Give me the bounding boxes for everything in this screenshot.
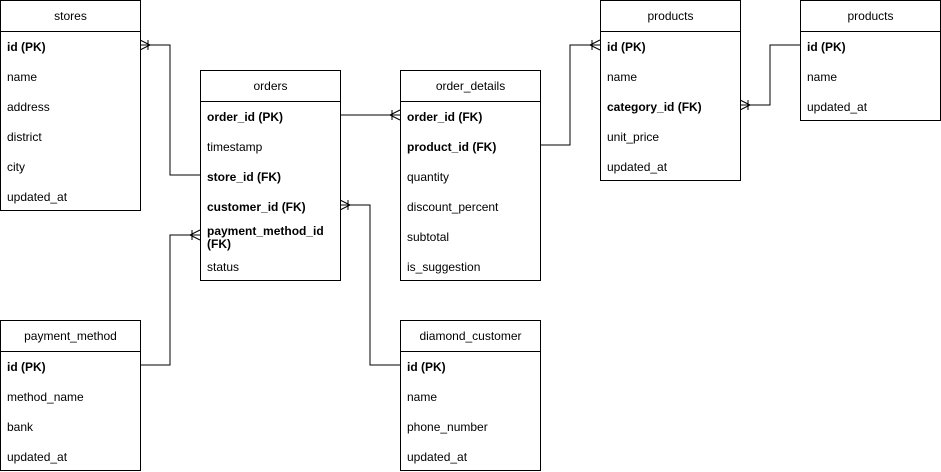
field-updated-at: updated_at bbox=[807, 100, 868, 114]
entity-diamond-customer: diamond_customer id (PK) name phone_numb… bbox=[400, 320, 541, 471]
field-updated-at: updated_at bbox=[7, 450, 68, 464]
field-unit-price: unit_price bbox=[607, 130, 660, 144]
entity-stores: stores id (PK) name address district cit… bbox=[0, 0, 141, 211]
entity-orders: orders order_id (PK) timestamp store_id … bbox=[200, 70, 341, 281]
field-name: name bbox=[7, 70, 38, 84]
entity-title: order_details bbox=[401, 71, 540, 102]
field-id: id (PK) bbox=[7, 40, 46, 54]
entity-title: diamond_customer bbox=[401, 321, 540, 352]
entity-order-details: order_details order_id (FK) product_id (… bbox=[400, 70, 541, 281]
entity-title: payment_method bbox=[1, 321, 140, 352]
field-bank: bank bbox=[7, 420, 34, 434]
field-name: name bbox=[807, 70, 838, 84]
field-address: address bbox=[7, 100, 50, 114]
link-orders-diamondcustomer bbox=[340, 204, 400, 366]
field-is-suggestion: is_suggestion bbox=[407, 260, 481, 274]
entity-categories: products id (PK) name updated_at bbox=[800, 0, 941, 121]
field-payment-method-id: payment_method_id (FK) bbox=[207, 224, 324, 251]
field-category-id: category_id (FK) bbox=[607, 100, 702, 114]
field-store-id: store_id (FK) bbox=[207, 170, 282, 184]
field-updated-at: updated_at bbox=[7, 190, 68, 204]
field-name: name bbox=[607, 70, 638, 84]
link-products-categories bbox=[740, 44, 800, 106]
field-discount-percent: discount_percent bbox=[407, 200, 499, 214]
field-id: id (PK) bbox=[407, 360, 446, 374]
field-product-id: product_id (FK) bbox=[407, 140, 497, 154]
entity-title: stores bbox=[1, 1, 140, 32]
entity-payment-method: payment_method id (PK) method_name bank … bbox=[0, 320, 141, 471]
link-orderdetails-products bbox=[540, 44, 600, 146]
field-quantity: quantity bbox=[407, 170, 450, 184]
field-customer-id: customer_id (FK) bbox=[207, 200, 306, 214]
entity-products: products id (PK) name category_id (FK) u… bbox=[600, 0, 741, 181]
field-updated-at: updated_at bbox=[607, 160, 668, 174]
field-id: id (PK) bbox=[607, 40, 646, 54]
entity-title: products bbox=[801, 1, 940, 32]
link-orders-paymentmethod bbox=[140, 234, 200, 366]
field-subtotal: subtotal bbox=[407, 230, 450, 244]
field-order-id: order_id (FK) bbox=[407, 110, 483, 124]
field-name: name bbox=[407, 390, 438, 404]
field-phone-number: phone_number bbox=[407, 420, 488, 434]
field-method-name: method_name bbox=[7, 390, 84, 404]
entity-title: orders bbox=[201, 71, 340, 102]
field-city: city bbox=[7, 160, 25, 174]
field-id: id (PK) bbox=[7, 360, 46, 374]
link-stores-orders bbox=[140, 44, 200, 176]
field-status: status bbox=[207, 260, 240, 274]
field-timestamp: timestamp bbox=[207, 140, 263, 154]
field-order-id: order_id (PK) bbox=[207, 110, 284, 124]
entity-title: products bbox=[601, 1, 740, 32]
field-id: id (PK) bbox=[807, 40, 846, 54]
field-updated-at: updated_at bbox=[407, 450, 468, 464]
field-district: district bbox=[7, 130, 42, 144]
